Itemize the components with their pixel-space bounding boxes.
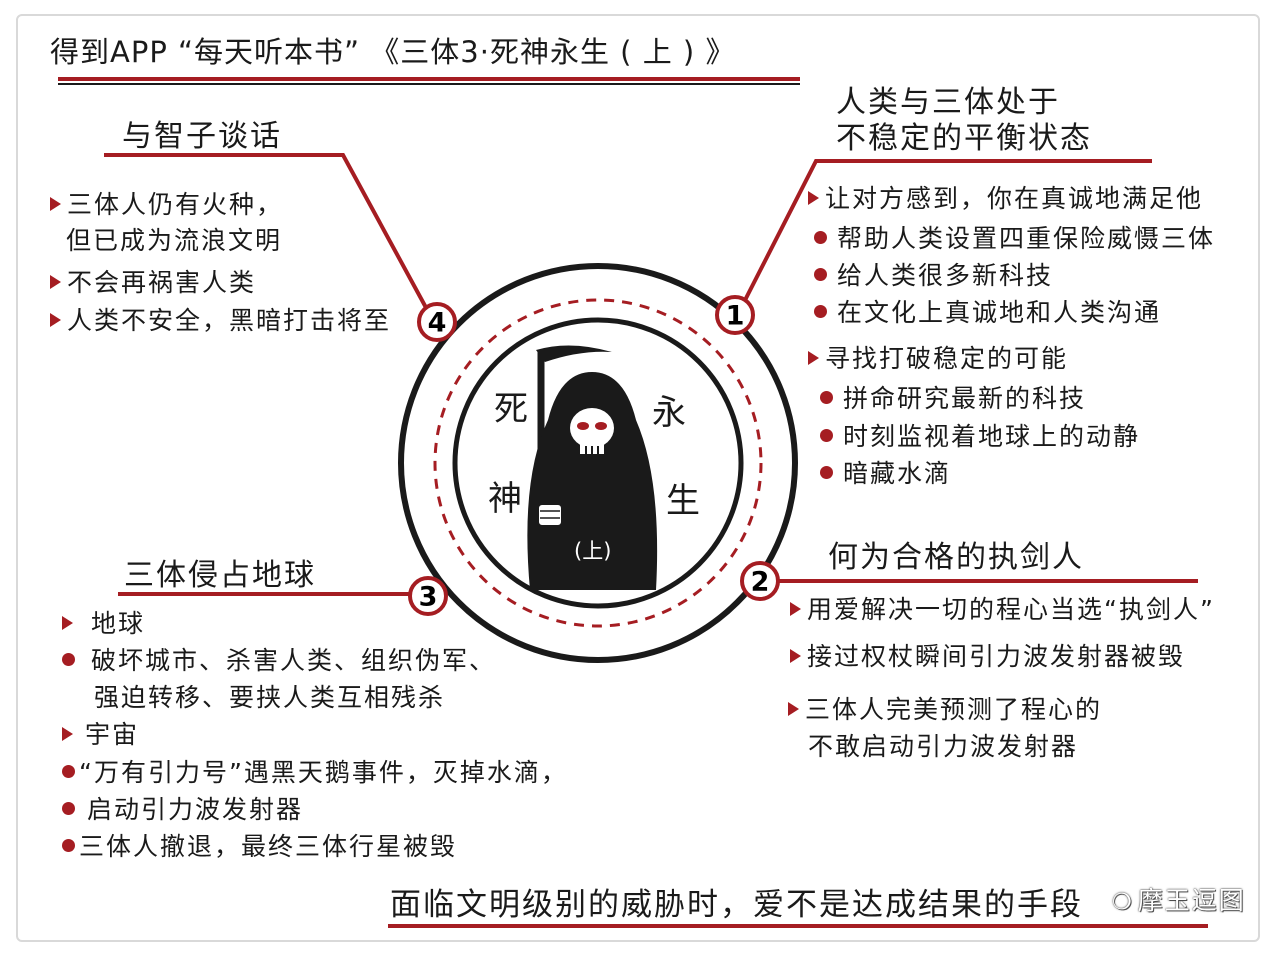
conclusion-text: 面临文明级别的威胁时，爱不是达成结果的手段 [390, 887, 1083, 923]
section-1-heading-line1: 人类与三体处于 [836, 85, 1060, 120]
section-3-item-2-cont: 强迫转移、要挟人类互相残杀 [94, 683, 446, 712]
dot-bullet-icon [814, 231, 827, 244]
section-4-item-1: 三体人仍有火种， [50, 192, 283, 217]
section-3-item-5: 启动引力波发射器 [62, 797, 303, 822]
section-4-item-2: 不会再祸害人类 [50, 270, 256, 295]
triangle-bullet-icon [808, 191, 819, 205]
badge-2: 2 [740, 561, 780, 601]
char-si: 死 [494, 389, 528, 429]
char-shen: 神 [488, 479, 522, 519]
triangle-bullet-icon [790, 602, 801, 616]
badge-3-number: 3 [419, 582, 438, 613]
connector-4 [104, 153, 432, 316]
section-2-heading: 何为合格的执剑人 [828, 540, 1084, 575]
dashed-circle [433, 298, 763, 628]
badge-2-number: 2 [751, 567, 770, 598]
hood-label: (上) [574, 539, 612, 563]
section-1-item-1: 让对方感到，你在真诚地满足他 [808, 186, 1203, 211]
section-4-heading: 与智子谈话 [122, 119, 282, 154]
wechat-icon: ❍ [1112, 890, 1134, 915]
triangle-bullet-icon [788, 702, 799, 716]
badge-1-number: 1 [726, 301, 745, 332]
char-sheng: 生 [666, 481, 700, 521]
section-3-heading: 三体侵占地球 [124, 558, 316, 593]
section-1-item-8: 暗藏水滴 [820, 461, 951, 486]
section-1-item-6: 拼命研究最新的科技 [820, 386, 1086, 411]
inner-circle [452, 317, 744, 609]
section-4-item-1-cont: 但已成为流浪文明 [66, 226, 283, 255]
section-1-item-5: 寻找打破稳定的可能 [808, 346, 1068, 371]
page-title: 得到APP “每天听本书” 《三体3·死神永生 ( 上 ) 》 [50, 35, 736, 69]
section-4-item-3: 人类不安全，黑暗打击将至 [50, 308, 391, 333]
triangle-bullet-icon [790, 649, 801, 663]
triangle-bullet-icon [62, 727, 73, 741]
dot-bullet-icon [62, 802, 75, 815]
badge-1: 1 [715, 295, 755, 335]
section-2-item-2: 接过权杖瞬间引力波发射器被毁 [790, 644, 1185, 669]
section-2-item-3: 三体人完美预测了程心的 [788, 697, 1102, 722]
dot-bullet-icon [814, 305, 827, 318]
triangle-bullet-icon [62, 616, 73, 630]
section-3-item-1: 地球 [62, 611, 145, 636]
triangle-bullet-icon [50, 275, 61, 289]
section-3-item-3: 宇宙 [62, 722, 139, 747]
section-1-item-7: 时刻监视着地球上的动静 [820, 424, 1140, 449]
dot-bullet-icon [62, 765, 75, 778]
triangle-bullet-icon [50, 197, 61, 211]
page-frame [16, 14, 1260, 942]
dot-bullet-icon [820, 429, 833, 442]
section-1-item-2: 帮助人类设置四重保险威慑三体 [814, 226, 1215, 251]
watermark: ❍摩玉逗图 [1112, 886, 1246, 915]
char-yong: 永 [652, 393, 686, 433]
dot-bullet-icon [820, 466, 833, 479]
section-2-item-3-cont: 不敢启动引力波发射器 [808, 732, 1079, 761]
section-1-item-4: 在文化上真诚地和人类沟通 [814, 300, 1161, 325]
dot-bullet-icon [62, 653, 75, 666]
section-3-item-6: 三体人撤退，最终三体行星被毁 [62, 834, 457, 859]
dot-bullet-icon [814, 268, 827, 281]
grim-reaper-icon [527, 345, 658, 590]
triangle-bullet-icon [808, 351, 819, 365]
section-1-item-3: 给人类很多新科技 [814, 263, 1053, 288]
badge-3: 3 [408, 576, 448, 616]
outer-circle [398, 263, 798, 663]
dot-bullet-icon [62, 839, 75, 852]
section-1-heading-line2: 不稳定的平衡状态 [836, 121, 1092, 156]
badge-4: 4 [417, 302, 457, 342]
dot-bullet-icon [820, 391, 833, 404]
badge-4-number: 4 [428, 308, 447, 339]
section-3-item-2: 破坏城市、杀害人类、组织伪军、 [62, 648, 496, 673]
section-3-item-4: “万有引力号”遇黑天鹅事件，灭掉水滴， [62, 760, 568, 785]
connector-1 [738, 159, 1152, 311]
section-2-item-1: 用爱解决一切的程心当选“执剑人” [790, 597, 1215, 622]
triangle-bullet-icon [50, 313, 61, 327]
